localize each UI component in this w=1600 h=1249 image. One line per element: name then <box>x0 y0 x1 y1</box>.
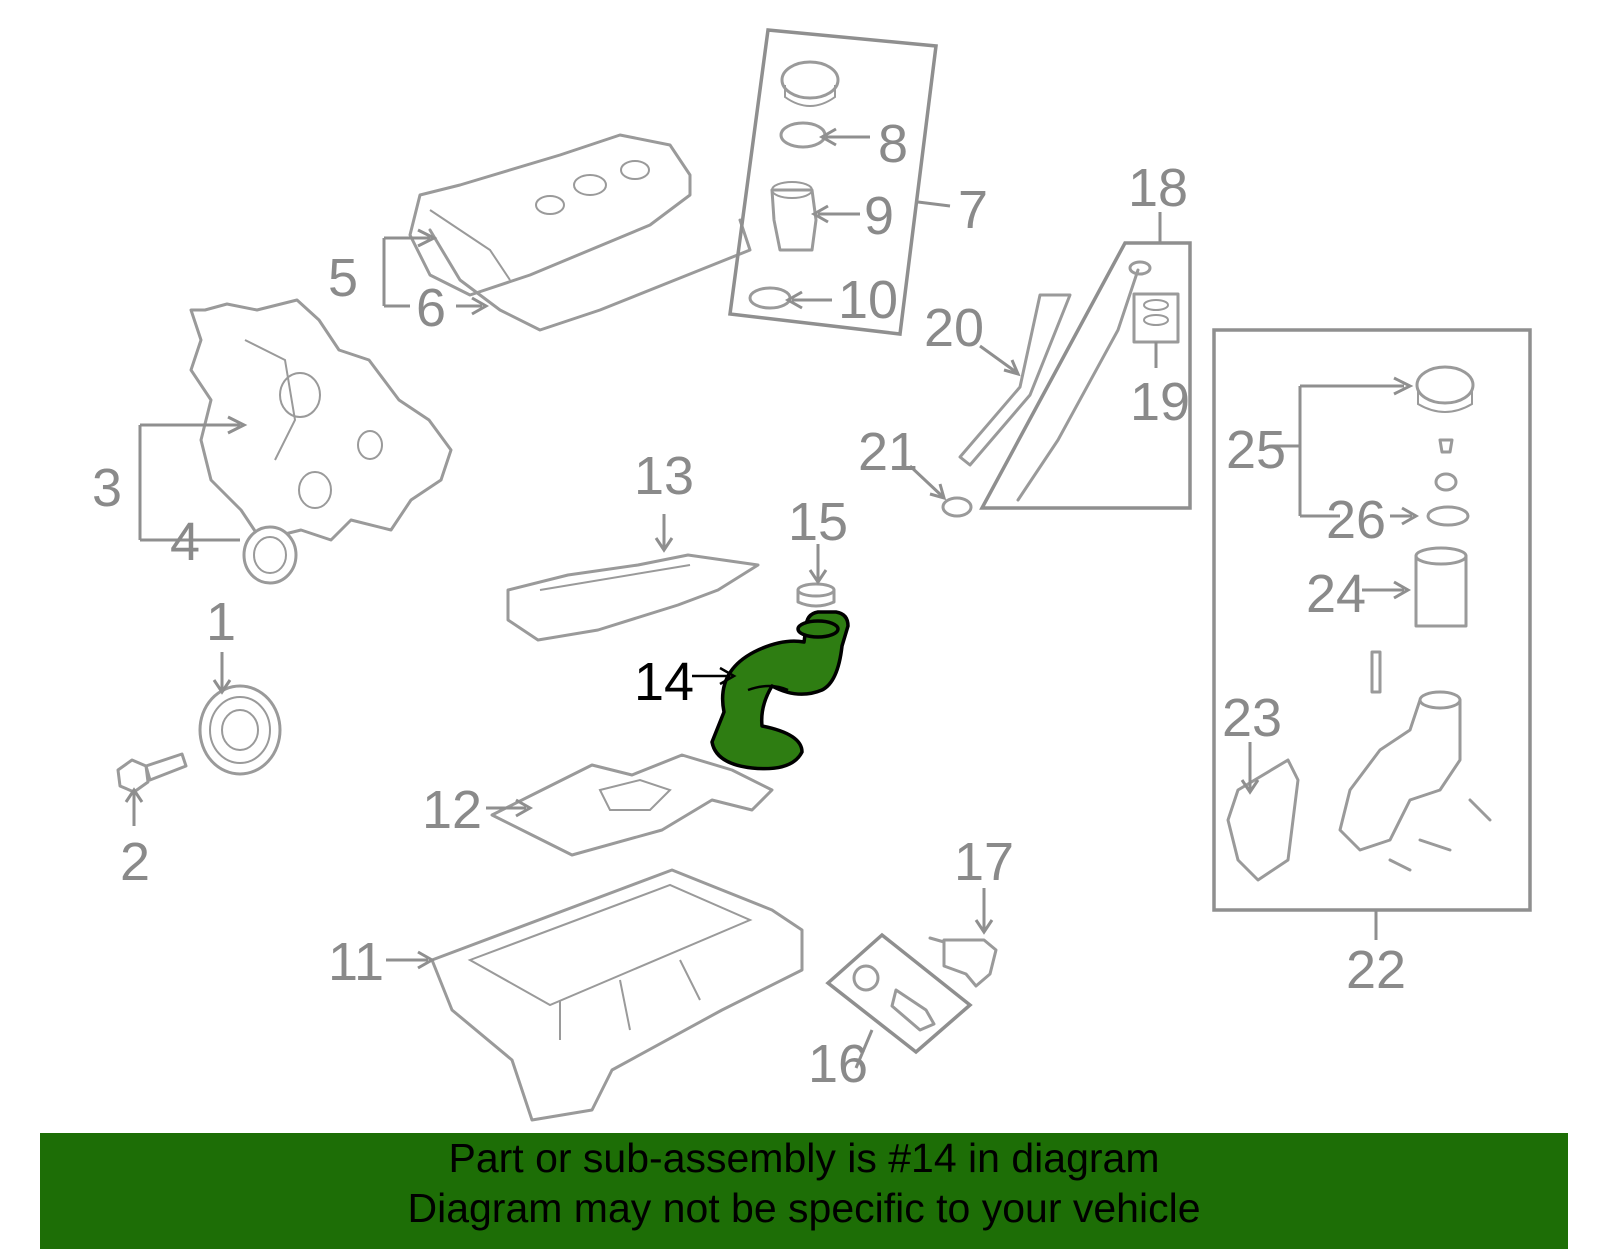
callout-14: 14 <box>634 652 694 712</box>
part-6-valve-cover-gasket[interactable] <box>428 218 752 332</box>
banner-line-part: Part or sub-assembly is #14 in diagram <box>448 1135 1160 1181</box>
part-11-oil-pan[interactable] <box>430 868 804 1122</box>
part-20-dipstick-tube[interactable] <box>958 293 1072 467</box>
callout-7: 7 <box>958 180 988 240</box>
callout-13: 13 <box>634 446 694 506</box>
part-21-washer[interactable] <box>941 496 973 518</box>
part-15-pickup-seal[interactable] <box>796 582 836 608</box>
part-8-oil-cap[interactable] <box>779 60 840 149</box>
callout-numbers: 1 2 3 4 5 6 7 8 9 10 11 12 13 14 15 16 1… <box>92 114 1406 1094</box>
callout-17: 17 <box>954 832 1014 892</box>
part-24-oil-filter[interactable] <box>1414 546 1468 628</box>
part-17-oil-pressure-sensor[interactable] <box>928 936 998 988</box>
callout-8: 8 <box>878 114 908 174</box>
callout-19: 19 <box>1130 372 1190 432</box>
group-18-box <box>979 241 1192 510</box>
group-7-box <box>728 28 938 336</box>
callout-5: 5 <box>328 248 358 308</box>
banner-line-disclaimer: Diagram may not be specific to your vehi… <box>407 1185 1201 1231</box>
part-5-valve-cover[interactable] <box>408 133 692 297</box>
part-13-oil-baffle[interactable] <box>506 553 760 642</box>
callout-6: 6 <box>416 278 446 338</box>
callout-11: 11 <box>328 932 384 992</box>
callout-20: 20 <box>924 298 984 358</box>
part-10-oring[interactable] <box>748 286 792 310</box>
part-12-oil-pan-gasket[interactable] <box>490 753 774 857</box>
callout-26: 26 <box>1326 490 1386 550</box>
callout-23: 23 <box>1222 688 1282 748</box>
part-22-oil-filter-housing[interactable] <box>1338 650 1492 872</box>
info-banner: Part or sub-assembly is #14 in diagram D… <box>40 1133 1568 1249</box>
part-14-oil-pickup-tube[interactable] <box>710 610 850 771</box>
part-18-dipstick[interactable] <box>1016 260 1152 502</box>
callout-15: 15 <box>788 492 848 552</box>
callout-3: 3 <box>92 458 122 518</box>
part-23-cover[interactable] <box>1226 758 1300 882</box>
part-25-filter-cap[interactable] <box>1415 365 1475 492</box>
callout-24: 24 <box>1306 564 1366 624</box>
callout-10: 10 <box>838 270 898 330</box>
part-26-oring[interactable] <box>1426 505 1470 527</box>
part-19-seal-kit[interactable] <box>1132 292 1180 344</box>
part-16-drain-plug[interactable] <box>852 964 936 1032</box>
callout-18: 18 <box>1128 158 1188 218</box>
part-3-timing-cover[interactable] <box>189 298 453 542</box>
callout-4: 4 <box>170 512 200 572</box>
part-9-filler-tube[interactable] <box>770 181 818 252</box>
part-4-seal[interactable] <box>242 525 298 585</box>
group-16-box <box>825 932 973 1055</box>
callout-9: 9 <box>864 186 894 246</box>
callout-1: 1 <box>206 592 236 652</box>
callout-21: 21 <box>858 422 918 482</box>
callout-12: 12 <box>422 780 482 840</box>
callout-22: 22 <box>1346 940 1406 1000</box>
callout-16: 16 <box>808 1034 868 1094</box>
callout-25: 25 <box>1226 420 1286 480</box>
callout-2: 2 <box>120 832 150 892</box>
part-1-crank-pulley[interactable] <box>198 684 282 776</box>
group-22-box <box>1212 328 1532 912</box>
leader-lines <box>124 127 1420 1069</box>
part-2-bolt[interactable] <box>116 752 188 794</box>
